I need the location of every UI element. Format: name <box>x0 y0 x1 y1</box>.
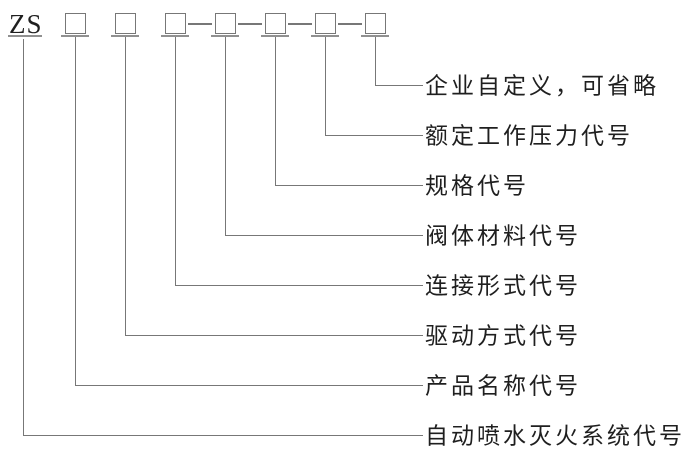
code-box-6 <box>315 13 336 34</box>
hyphen-connector-4 <box>338 23 362 25</box>
label-connection-type-code: 连接形式代号 <box>425 273 581 299</box>
leader-vline-prefix <box>22 39 24 436</box>
box-underline-tick-5 <box>261 35 289 37</box>
hyphen-connector-3 <box>288 23 312 25</box>
leader-hline-row-2 <box>324 134 423 136</box>
leader-hline-row-7 <box>74 384 423 386</box>
label-specification-code: 规格代号 <box>425 173 529 199</box>
leader-vline-box-1 <box>74 37 76 386</box>
hyphen-connector-2 <box>238 23 262 25</box>
label-product-name-code: 产品名称代号 <box>425 373 581 399</box>
leader-vline-box-2 <box>124 37 126 336</box>
leader-hline-row-5 <box>174 284 423 286</box>
hyphen-connector-1 <box>188 23 212 25</box>
label-sprinkler-system-code: 自动喷水灭火系统代号 <box>425 423 685 449</box>
leader-hline-row-6 <box>124 334 423 336</box>
code-box-3 <box>165 13 186 34</box>
label-drive-mode-code: 驱动方式代号 <box>425 323 581 349</box>
label-valve-body-material-code: 阀体材料代号 <box>425 223 581 249</box>
leader-hline-row-4 <box>224 234 423 236</box>
box-underline-tick-7 <box>361 35 389 37</box>
leader-hline-row-1 <box>374 84 423 86</box>
code-box-5 <box>265 13 286 34</box>
box-underline-tick-6 <box>311 35 339 37</box>
label-rated-pressure-code: 额定工作压力代号 <box>425 123 633 149</box>
code-box-2 <box>115 13 136 34</box>
leader-hline-row-3 <box>274 184 423 186</box>
leader-vline-box-3 <box>174 37 176 286</box>
prefix-underline-tick <box>8 35 42 37</box>
box-underline-tick-3 <box>161 35 189 37</box>
leader-vline-box-6 <box>324 37 326 136</box>
box-underline-tick-2 <box>111 35 139 37</box>
box-underline-tick-4 <box>211 35 239 37</box>
model-prefix-text: ZS <box>9 9 43 39</box>
leader-vline-box-4 <box>224 37 226 236</box>
code-box-1 <box>65 13 86 34</box>
label-enterprise-custom: 企业自定义，可省略 <box>425 73 659 99</box>
code-box-7 <box>365 13 386 34</box>
leader-vline-box-5 <box>274 37 276 186</box>
leader-hline-row-8 <box>22 434 423 436</box>
leader-vline-box-7 <box>374 37 376 86</box>
code-box-4 <box>215 13 236 34</box>
box-underline-tick-1 <box>61 35 89 37</box>
